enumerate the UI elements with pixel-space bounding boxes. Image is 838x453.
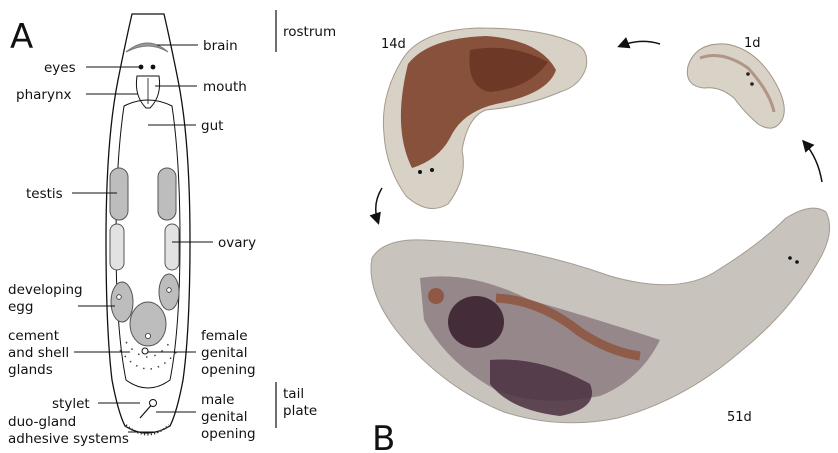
label-ovary: ovary: [218, 235, 256, 251]
worm-14d-eye: [418, 170, 422, 174]
arrow-14d-to-51d: [376, 188, 382, 222]
ovary-right: [165, 224, 179, 270]
developing-egg-left: [111, 282, 133, 322]
label-developing-line2: egg: [8, 299, 33, 315]
label-brain: brain: [203, 38, 238, 54]
age-label-14d: 14d: [381, 37, 406, 52]
testis-left: [110, 168, 128, 220]
egg-nucleus-left: [117, 295, 122, 300]
arrow-1d-to-14d: [620, 41, 660, 46]
label-male-line3: opening: [201, 426, 256, 442]
label-developing-line1: developing: [8, 282, 83, 298]
age-label-51d: 51d: [727, 410, 752, 425]
worm-14d-eye-2: [430, 168, 434, 172]
worm-1d-eye: [746, 72, 750, 76]
worm-51d-eye: [788, 256, 792, 260]
label-male-line2: genital: [201, 409, 248, 425]
worm-51d-eye-2: [795, 260, 799, 264]
egg-nucleus-center: [145, 333, 150, 338]
panel-a: A: [8, 10, 336, 447]
worm-14d: 14d: [381, 28, 587, 209]
label-cement-line2: and shell: [8, 345, 69, 361]
label-pharynx: pharynx: [16, 87, 71, 103]
egg-nucleus-right: [167, 288, 172, 293]
panel-b-letter: B: [372, 419, 395, 453]
testis-right: [158, 168, 176, 220]
worm-1d: 1d: [687, 36, 784, 128]
label-stylet: stylet: [52, 396, 90, 412]
female-genital-opening: [142, 348, 148, 354]
label-duo-gland-line1: duo-gland: [8, 414, 76, 430]
male-genital-opening: [150, 400, 157, 407]
developing-egg-center: [130, 302, 166, 346]
arrow-51d-to-1d: [804, 142, 822, 182]
label-eyes: eyes: [44, 60, 76, 76]
label-female-line3: opening: [201, 362, 256, 378]
label-rostrum: rostrum: [283, 24, 336, 40]
label-female-line2: genital: [201, 345, 248, 361]
label-cement-line3: glands: [8, 362, 53, 378]
label-duo-gland-line2: adhesive systems: [8, 431, 129, 447]
age-label-1d: 1d: [744, 36, 761, 51]
eye-right: [151, 65, 156, 70]
label-male-line1: male: [201, 392, 234, 408]
worm-1d-eye-2: [750, 82, 754, 86]
panel-b: B 1d 14d 51d: [371, 28, 830, 453]
eye-left: [139, 65, 144, 70]
panel-a-letter: A: [10, 17, 33, 57]
label-tail: tail: [283, 386, 304, 402]
label-testis: testis: [26, 186, 63, 202]
label-mouth: mouth: [203, 79, 247, 95]
worm-51d-egg: [448, 296, 504, 348]
worm-51d: 51d: [371, 208, 830, 425]
label-gut: gut: [201, 118, 223, 134]
label-female-line1: female: [201, 328, 248, 344]
label-plate: plate: [283, 403, 317, 419]
label-cement-line1: cement: [8, 328, 59, 344]
ovary-left: [110, 224, 124, 270]
